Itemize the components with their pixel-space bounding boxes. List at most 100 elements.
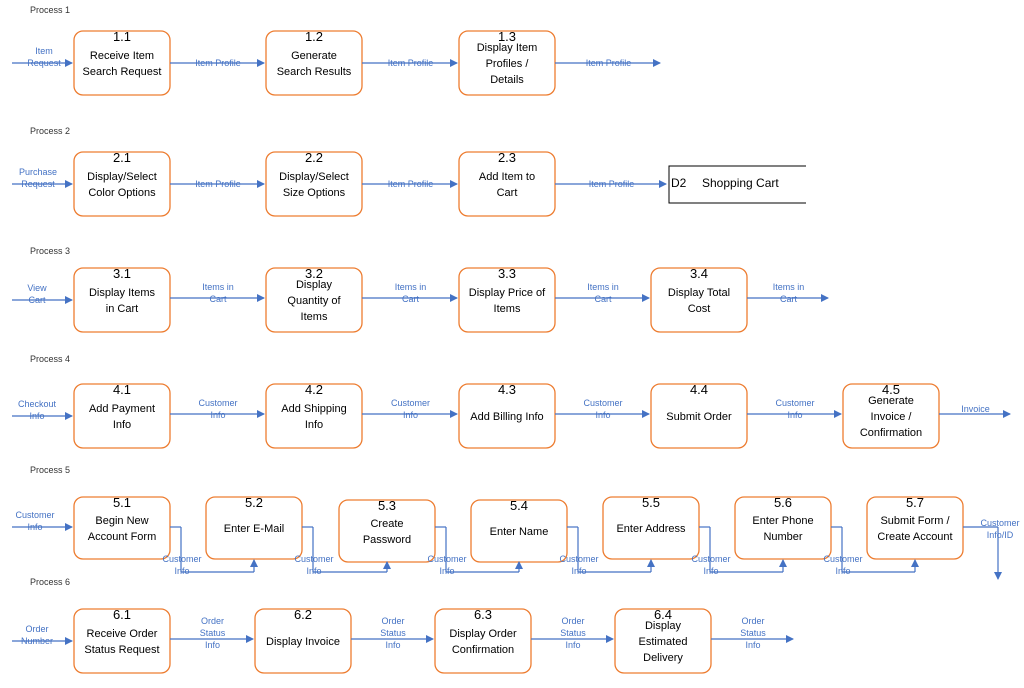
flow-label: Order [201, 616, 224, 626]
flow-label: Customer [198, 398, 237, 408]
process-number: 2.2 [305, 150, 323, 165]
process-number: 6.1 [113, 607, 131, 622]
output-flow-label: Customer [980, 518, 1019, 528]
process-box [458, 267, 556, 333]
process-name: Display Total [668, 287, 730, 299]
process-number: 3.2 [305, 266, 323, 281]
flow-label: Info [787, 410, 802, 420]
flow-label: Customer [162, 554, 201, 564]
flow-label: Item Profile [195, 58, 241, 68]
process-name: Enter Phone [752, 515, 813, 527]
process-box [614, 608, 712, 674]
process-name: Password [363, 534, 411, 546]
process-number: 1.3 [498, 29, 516, 44]
process-number: 4.5 [882, 382, 900, 397]
process-number: 5.1 [113, 495, 131, 510]
process-name: Display/Select [87, 171, 157, 183]
input-flow-label: Purchase [19, 167, 57, 177]
input-flow-label: Cart [28, 295, 46, 305]
process-number: 3.4 [690, 266, 708, 281]
process-number: 4.1 [113, 382, 131, 397]
flow-label: Info [565, 640, 580, 650]
process-label: Process 5 [30, 465, 70, 475]
process-number: 1.1 [113, 29, 131, 44]
process-box [650, 267, 748, 333]
process-number: 1.2 [305, 29, 323, 44]
process-label: Process 4 [30, 354, 70, 364]
process-name: Add Payment [89, 403, 155, 415]
process-name: Create [370, 518, 403, 530]
process-name: Display [296, 279, 333, 291]
flow-label: Customer [391, 398, 430, 408]
process-name: Receive Item [90, 50, 154, 62]
process-box [73, 608, 171, 674]
process-box [265, 267, 363, 333]
data-store-id: D2 [671, 176, 687, 190]
process-name: Items [494, 303, 521, 315]
process-name: Confirmation [860, 427, 922, 439]
process-number: 2.3 [498, 150, 516, 165]
process-box [650, 383, 748, 449]
flow-label: Status [740, 628, 766, 638]
process-number: 3.1 [113, 266, 131, 281]
flow-label: Customer [559, 554, 598, 564]
input-flow-label: Request [21, 179, 55, 189]
process-number: 4.2 [305, 382, 323, 397]
process-name: Info [305, 419, 323, 431]
process-label: Process 6 [30, 577, 70, 587]
process-number: 3.3 [498, 266, 516, 281]
flow-label: Items in [395, 282, 427, 292]
process-box [254, 608, 352, 674]
output-flow-label: Info/ID [987, 530, 1014, 540]
process-name: Status Request [84, 644, 159, 656]
input-flow-label: Info [29, 411, 44, 421]
flow-label: Items in [773, 282, 805, 292]
process-name: Search Request [83, 66, 162, 78]
flow-label: Info [571, 566, 586, 576]
flow-label: Cart [402, 294, 420, 304]
input-flow-label: Customer [15, 510, 54, 520]
process-name: Delivery [643, 652, 683, 664]
process-box [434, 608, 532, 674]
process-name: Enter Name [490, 526, 549, 538]
data-store-name: Shopping Cart [702, 176, 779, 190]
process-number: 5.5 [642, 495, 660, 510]
process-number: 6.4 [654, 607, 672, 622]
process-name: Estimated [639, 636, 688, 648]
flow-label: Info [595, 410, 610, 420]
process-number: 5.6 [774, 495, 792, 510]
process-name: Info [113, 419, 131, 431]
flow-label: Customer [691, 554, 730, 564]
process-name: Display Price of [469, 287, 546, 299]
flow-label: Invoice [961, 404, 990, 414]
process-name: Generate [291, 50, 337, 62]
process-number: 5.3 [378, 498, 396, 513]
process-name: Generate [868, 395, 914, 407]
process-name: Submit Order [666, 411, 732, 423]
process-name: Search Results [277, 66, 352, 78]
flow-label: Items in [587, 282, 619, 292]
process-number: 2.1 [113, 150, 131, 165]
flow-label: Customer [583, 398, 622, 408]
process-name: Confirmation [452, 644, 514, 656]
flow-label: Customer [427, 554, 466, 564]
process-number: 6.2 [294, 607, 312, 622]
process-name: Enter Address [616, 523, 686, 535]
input-flow-label: Checkout [18, 399, 57, 409]
flow-label: Info [403, 410, 418, 420]
process-name: Size Options [283, 187, 346, 199]
flow-label: Info [439, 566, 454, 576]
input-flow-label: Number [21, 636, 53, 646]
process-label: Process 3 [30, 246, 70, 256]
process-box [73, 383, 171, 449]
process-name: Begin New [95, 515, 148, 527]
process-box [458, 383, 556, 449]
process-name: Account Form [88, 531, 156, 543]
flow-label: Item Profile [586, 58, 632, 68]
flow-label: Status [560, 628, 586, 638]
flow-label: Order [561, 616, 584, 626]
process-label: Process 1 [30, 5, 70, 15]
process-name: Submit Form / [880, 515, 950, 527]
process-number: 6.3 [474, 607, 492, 622]
